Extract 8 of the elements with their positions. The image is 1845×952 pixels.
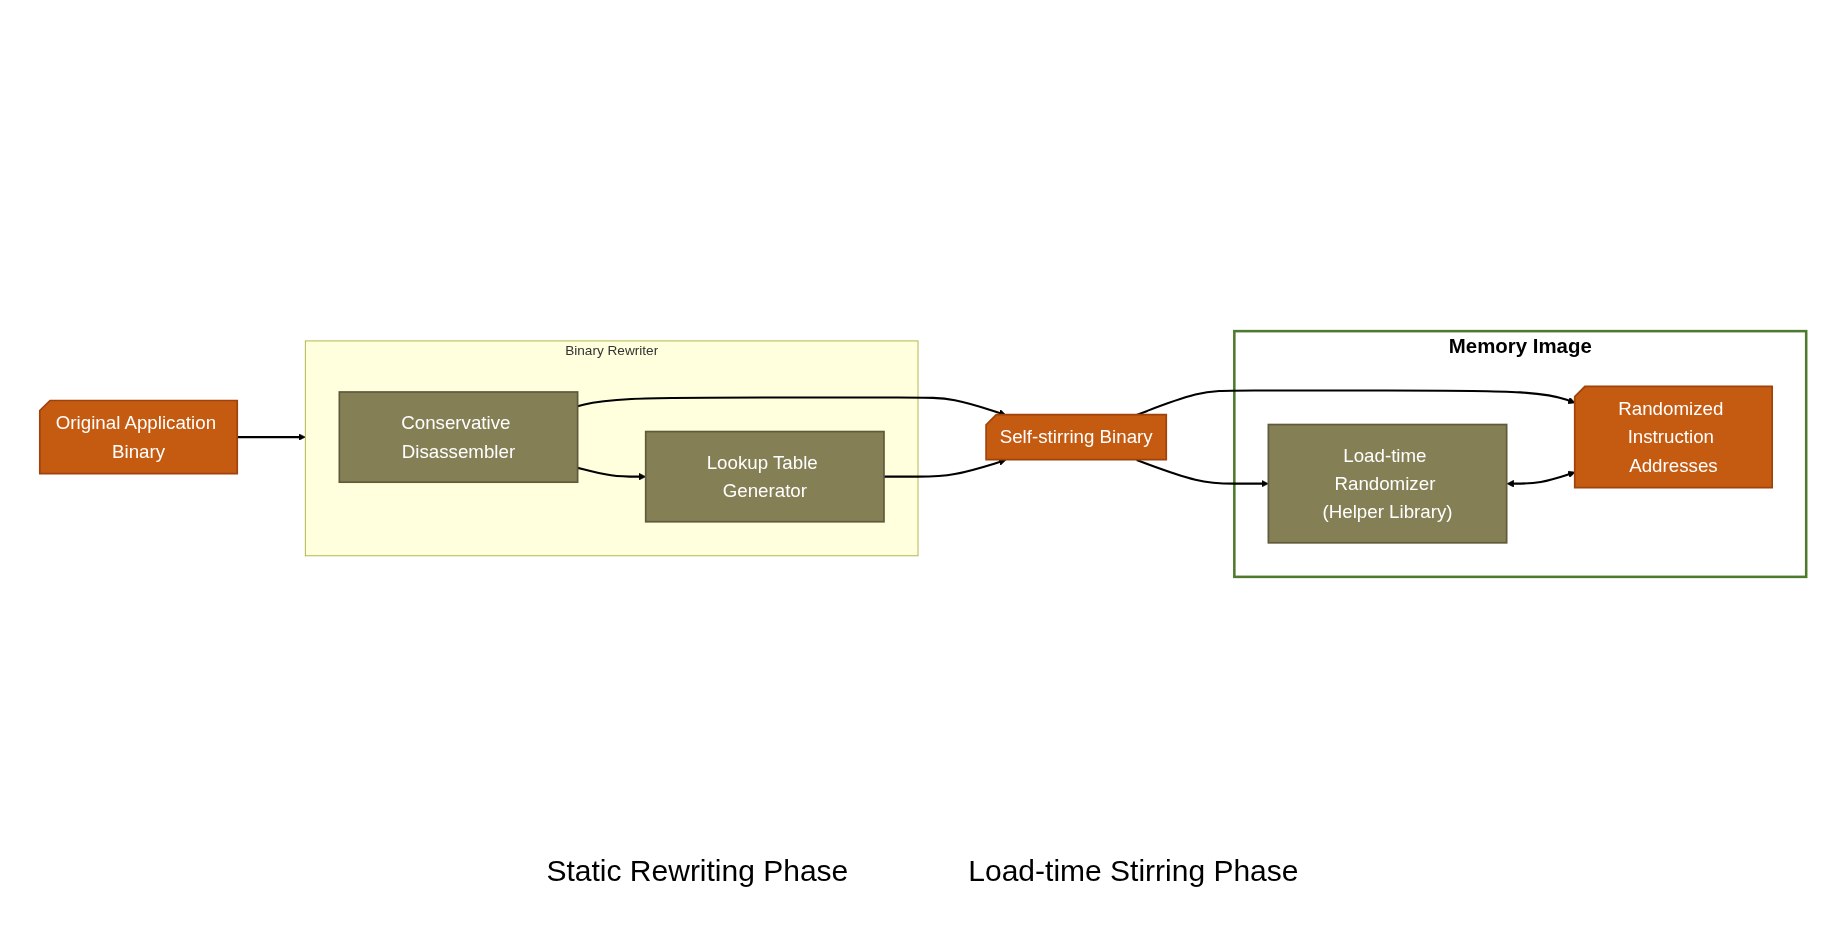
arrow <box>236 433 306 441</box>
node-box: Conservative Disassembler <box>338 391 578 484</box>
node-box: Load-time Randomizer (Helper Library) <box>1267 423 1507 544</box>
phase-label: Load-time Stirring Phase <box>968 854 1299 888</box>
arrow <box>1506 470 1575 488</box>
node-box: Lookup Table Generator <box>644 430 885 523</box>
phase-label: Static Rewriting Phase <box>546 854 849 888</box>
arrow <box>883 458 1006 478</box>
